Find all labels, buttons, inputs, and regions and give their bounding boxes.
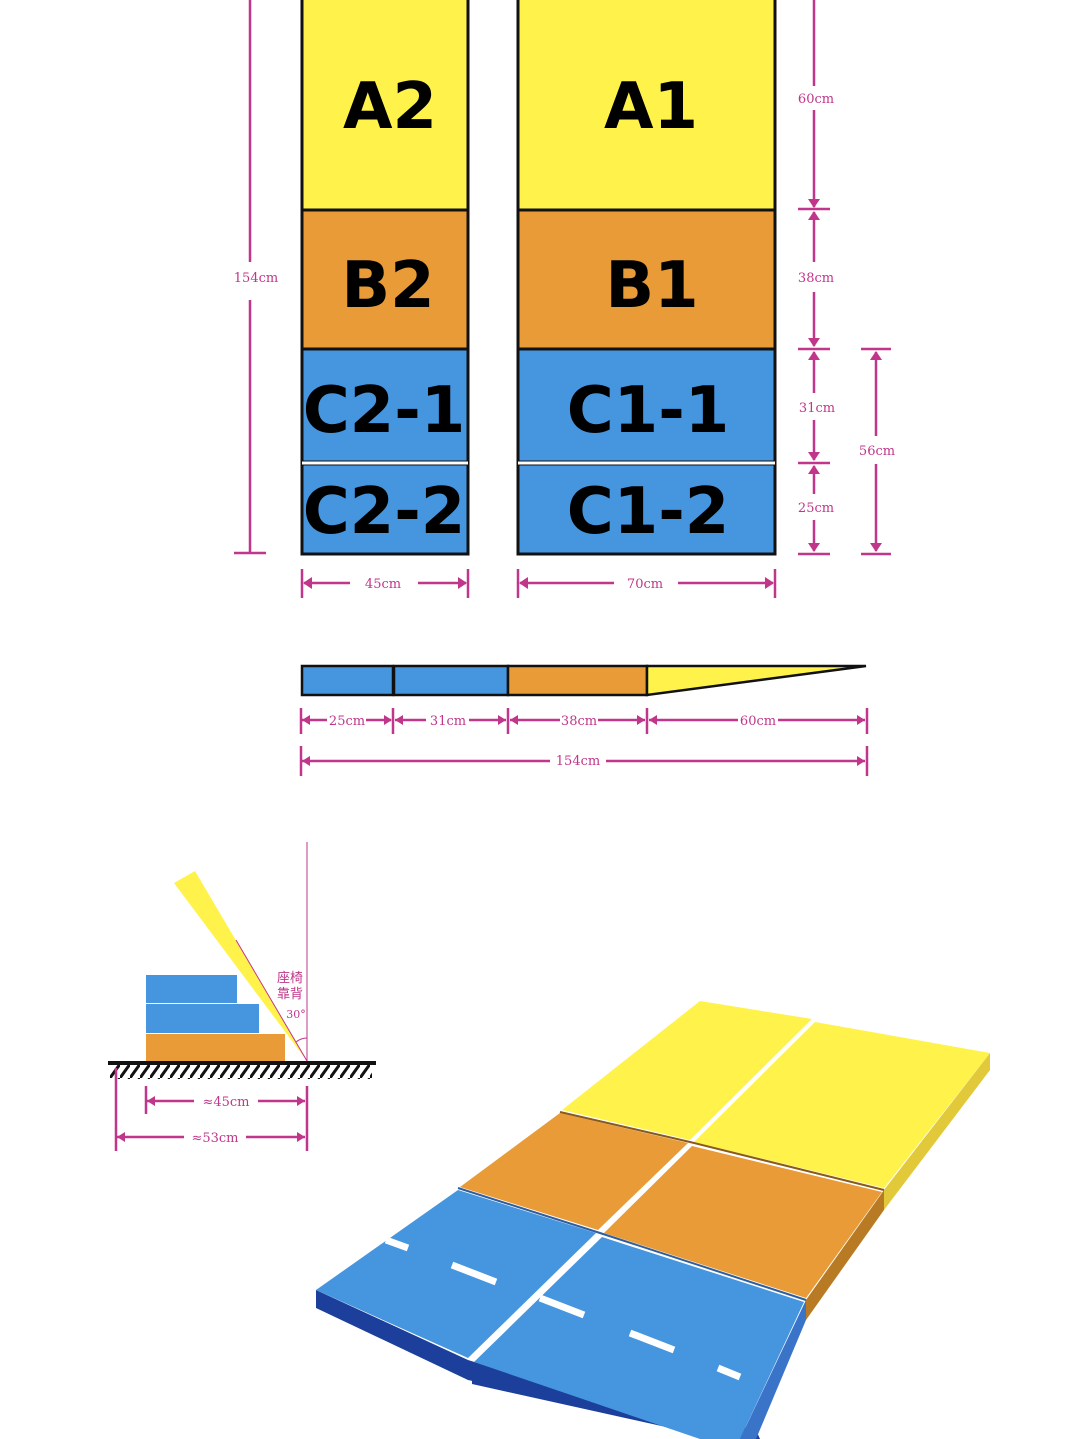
seat-wedge	[174, 871, 307, 1061]
block-a2	[300, 0, 470, 212]
profile-c2	[300, 664, 395, 697]
dim-seat	[114, 1068, 309, 1151]
seat-angle-label: 30°	[286, 1008, 306, 1021]
seat-back-view: 座椅 靠背 30° ≈45cm ≈53cm	[108, 842, 376, 1151]
block-b2	[300, 208, 470, 351]
label-c1-2: C1-2	[567, 475, 730, 549]
dim-a-height-label: 60cm	[798, 92, 834, 107]
dim-widths	[300, 569, 777, 598]
seat-block-mid	[146, 1004, 259, 1033]
dim-c1-height-label: 31cm	[799, 401, 835, 416]
label-a2: A2	[343, 70, 437, 144]
dim-profile-total	[299, 746, 869, 776]
iso-a2	[562, 1001, 812, 1140]
dim-total-height	[234, 0, 266, 555]
label-c1-1: C1-1	[567, 374, 730, 448]
profile-c1	[392, 664, 510, 697]
profile-b	[506, 664, 649, 697]
dim-profile-total-label: 154cm	[556, 754, 600, 769]
dim-profile-c2-label: 25cm	[329, 714, 365, 729]
ground-hatch	[110, 1065, 372, 1079]
block-c1-2	[516, 462, 777, 556]
dim-b-height-label: 38cm	[798, 271, 834, 286]
dim-c-total-label: 56cm	[859, 444, 895, 459]
seat-block-bottom	[146, 1034, 285, 1063]
iso-b2	[460, 1113, 688, 1230]
dim-profile-segments	[299, 708, 869, 734]
dim-right-heights	[798, 0, 830, 556]
iso-c2	[316, 1190, 596, 1358]
dim-profile-b-label: 38cm	[561, 714, 597, 729]
label-b2: B2	[341, 249, 434, 323]
label-a1: A1	[604, 70, 698, 144]
dim-c2-height-label: 25cm	[798, 501, 834, 516]
label-c2-1: C2-1	[303, 374, 466, 448]
seat-label-line1: 座椅	[277, 971, 303, 986]
mattress-3d	[316, 1001, 990, 1439]
dim-profile-a-label: 60cm	[740, 714, 776, 729]
iso-dashes	[384, 1236, 742, 1381]
dim-profile-c1-label: 31cm	[430, 714, 466, 729]
front-view: A2 B2 C2-1 C2-2 A1 B1 C1-1 C1-2 154cm	[234, 0, 895, 598]
dim-left-width-label: 45cm	[365, 577, 401, 592]
iso-a1	[694, 1022, 990, 1188]
seat-block-top	[146, 975, 237, 1003]
label-c2-2: C2-2	[303, 475, 466, 549]
dim-total-height-label: 154cm	[234, 271, 278, 286]
dim-right-width-label: 70cm	[627, 577, 663, 592]
label-b1: B1	[605, 249, 698, 323]
dim-c-total	[861, 347, 891, 556]
iso-b1	[604, 1146, 882, 1298]
profile-a-wedge	[645, 664, 867, 697]
seat-label-line2: 靠背	[277, 987, 303, 1002]
side-profile: 25cm 31cm 38cm 60cm 154cm	[299, 664, 869, 776]
dim-seat-outer-label: ≈53cm	[191, 1131, 238, 1146]
dim-seat-inner-label: ≈45cm	[202, 1095, 249, 1110]
